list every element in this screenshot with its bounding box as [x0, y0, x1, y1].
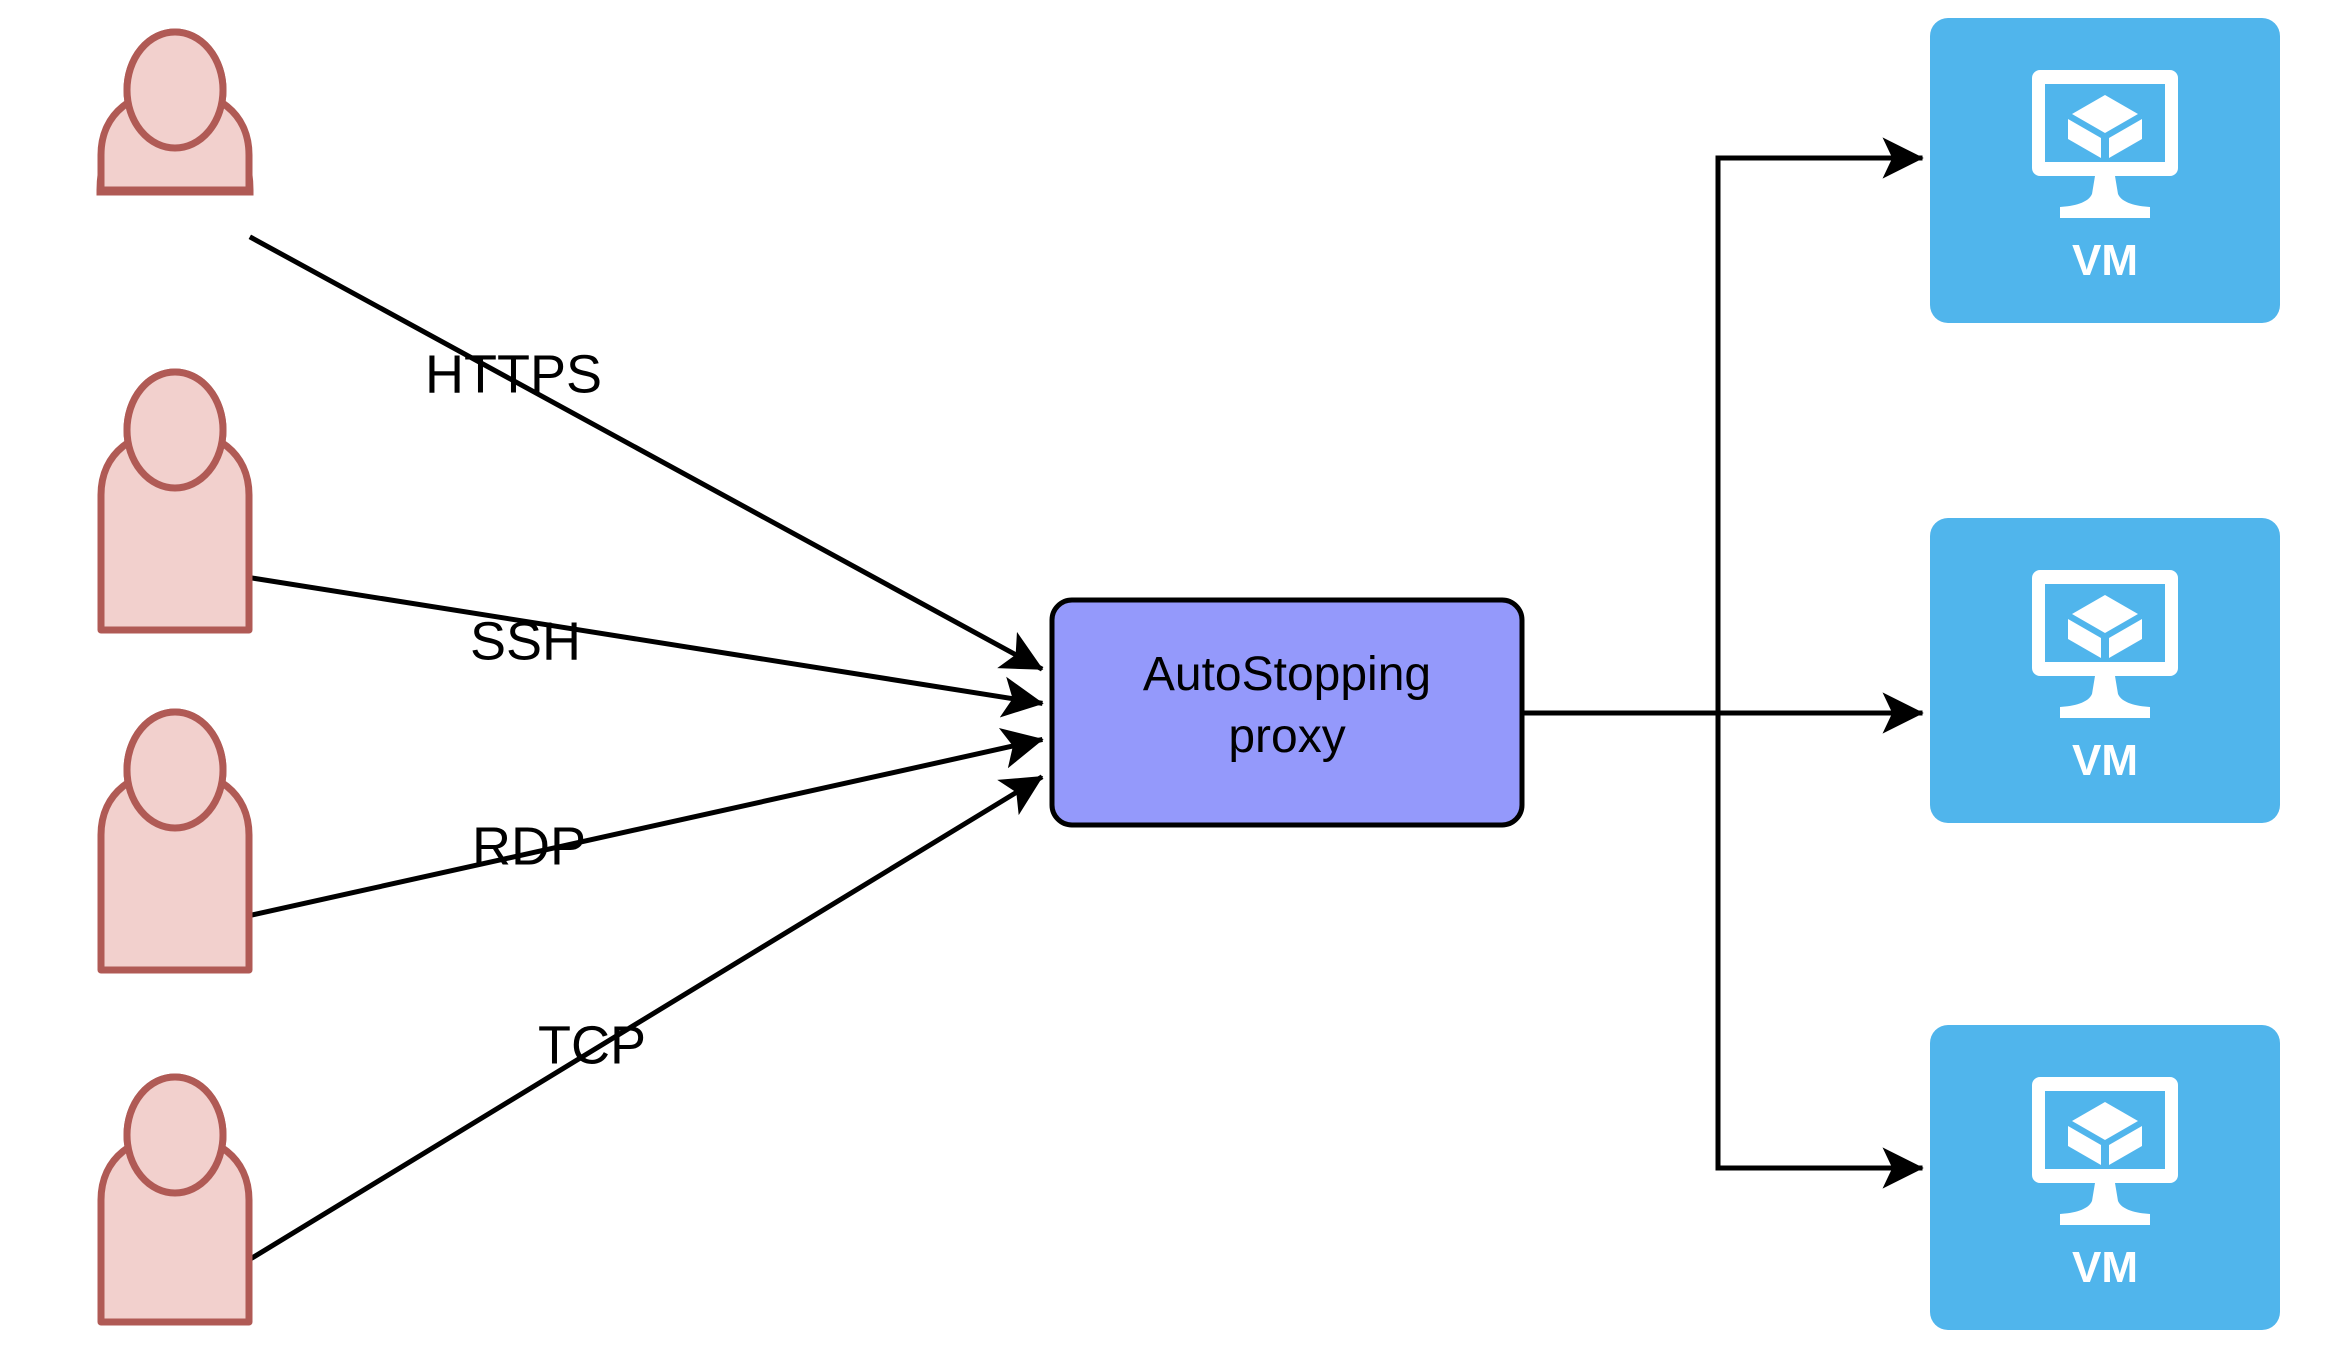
virtual-machine-monitor-icon: [2032, 70, 2178, 218]
edge-label-ssh: SSH: [470, 611, 581, 671]
actor-head-overlays: [123, 28, 227, 1197]
proxy-label-line1: AutoStopping: [1143, 648, 1431, 701]
virtual-machine-monitor-icon: [2032, 1077, 2178, 1225]
vm-node-1[interactable]: VM: [1930, 18, 2280, 323]
vm-node-3[interactable]: VM: [1930, 1025, 2280, 1330]
edge-label-rdp: RDP: [472, 816, 586, 876]
edge-label-https: HTTPS: [425, 344, 602, 404]
edge-tcp: [248, 774, 1044, 1262]
vm-node-2[interactable]: VM: [1930, 518, 2280, 823]
vm-label: VM: [2072, 236, 2138, 285]
proxy-label-line2: proxy: [1228, 710, 1345, 763]
actor-to-proxy-edges: [248, 234, 1044, 1262]
vm-label: VM: [2072, 736, 2138, 785]
autostopping-proxy-node[interactable]: AutoStopping proxy: [1049, 597, 1525, 828]
actor-head-icon: [123, 708, 227, 832]
edge-label-tcp: TCP: [538, 1015, 646, 1075]
proxy-to-vm-edges: [1519, 137, 1924, 1189]
actor-head-icon: [123, 28, 227, 152]
edge-rdp: [249, 727, 1044, 918]
vm-label: VM: [2072, 1243, 2138, 1292]
virtual-machine-monitor-icon: [2032, 570, 2178, 718]
edge-ssh: [249, 575, 1044, 718]
actor-head-icon: [123, 368, 227, 492]
actor-head-icon: [123, 1073, 227, 1197]
edge-https: [248, 234, 1044, 672]
edge-labels: HTTPS SSH RDP TCP: [425, 344, 646, 1075]
